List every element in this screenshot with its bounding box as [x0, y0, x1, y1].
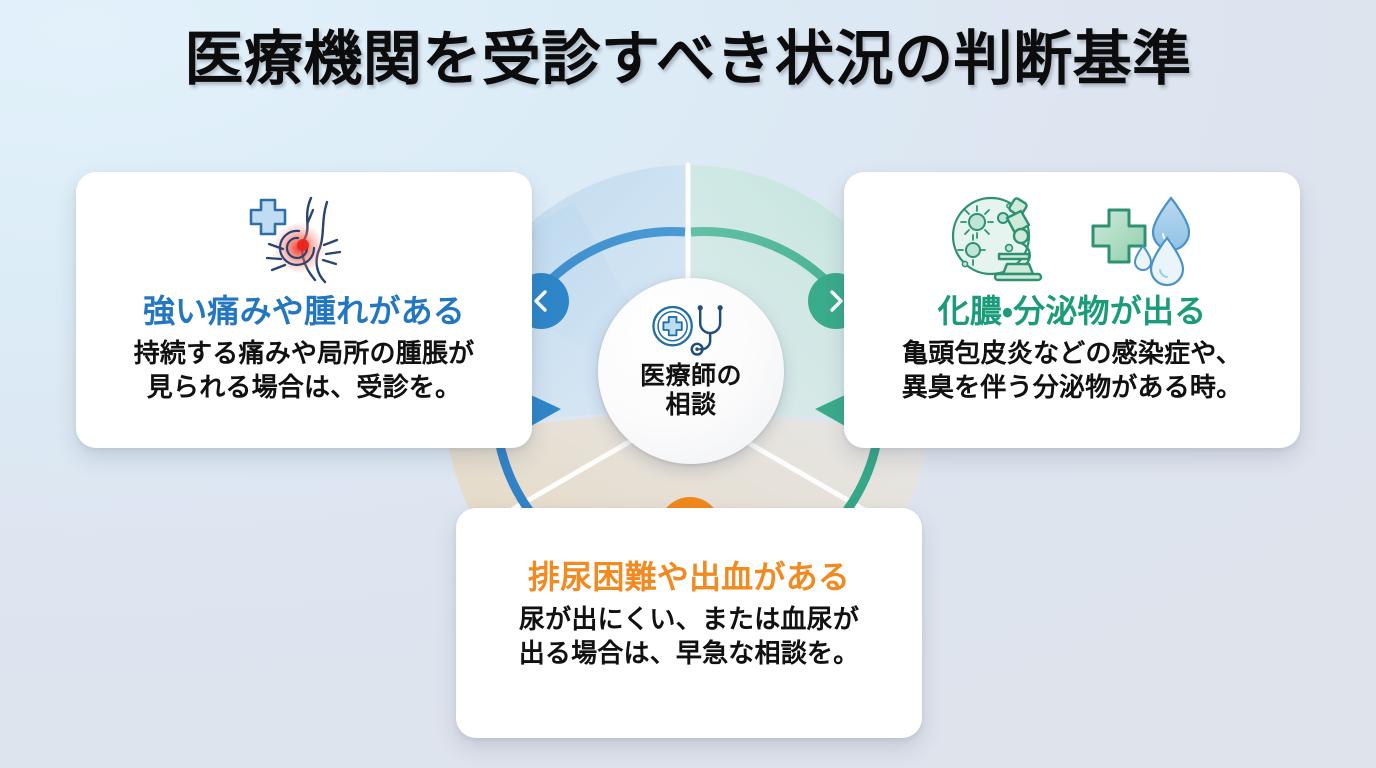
card-title: 排尿困難や出血がある: [527, 559, 850, 595]
card-body: 持続する痛みや局所の腫脹が 見られる場合は、受診を。: [92, 337, 516, 405]
microscope-bacteria-icon: [951, 196, 1043, 282]
hub-label-line2: 相談: [665, 391, 717, 419]
green-cross-droplets-icon: [1091, 196, 1191, 287]
medical-cross-stethoscope-icon: [652, 305, 723, 356]
hub-label-line1: 医療師の: [639, 362, 742, 390]
card-body-line2: 見られる場合は、受診を。: [146, 371, 462, 402]
hub-label: 医療師の 相談: [640, 362, 742, 420]
card-icon-row: [472, 524, 906, 558]
card-icon-row: [860, 188, 1284, 292]
card-icon-row: [92, 188, 516, 292]
chevron-left-icon: [534, 290, 547, 312]
chevron-right-icon: [830, 290, 843, 312]
center-hub: 医療師の 相談: [598, 278, 784, 464]
card-body: 尿が出にくい、または血尿が 出る場合は、早急な相談を。: [472, 603, 906, 671]
card-body-line1: 尿が出にくい、または血尿が: [518, 603, 860, 634]
card-title: 化膿・分泌物が出る: [937, 293, 1207, 329]
card-body-line1: 亀頭包皮炎などの感染症や、: [902, 337, 1242, 368]
blue-cross-swelling-pain-icon: [249, 196, 342, 284]
card-body-line2: 異臭を伴う分泌物がある時。: [901, 371, 1243, 402]
card-discharge-pus[interactable]: 化膿・分泌物が出る 亀頭包皮炎などの感染症や、 異臭を伴う分泌物がある時。: [844, 172, 1300, 448]
card-pain-swelling[interactable]: 強い痛みや腫れがある 持続する痛みや局所の腫脹が 見られる場合は、受診を。: [76, 172, 532, 448]
card-body-line1: 持続する痛みや局所の腫脹が: [133, 337, 475, 368]
card-body-line2: 出る場合は、早急な相談を。: [518, 637, 860, 668]
card-body: 亀頭包皮炎などの感染症や、 異臭を伴う分泌物がある時。: [860, 337, 1284, 405]
card-urination-bleeding[interactable]: 排尿困難や出血がある 尿が出にくい、または血尿が 出る場合は、早急な相談を。: [456, 508, 922, 738]
page-title: 医療機関を受診すべき状況の判断基準: [184, 26, 1192, 92]
card-title: 強い痛みや腫れがある: [142, 293, 465, 329]
